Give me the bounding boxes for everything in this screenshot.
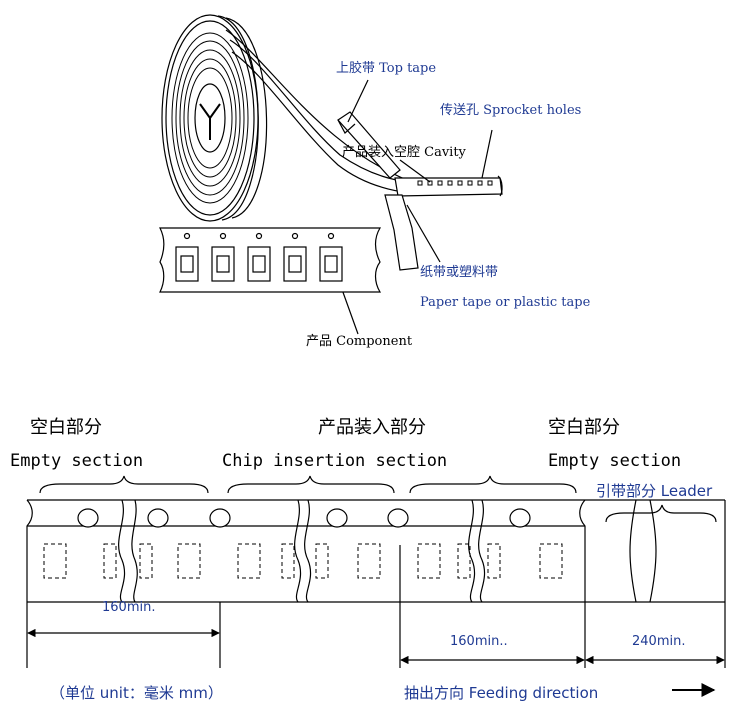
label-carrier-en: Paper tape or plastic tape	[420, 295, 591, 310]
label-component: 产品 Component	[306, 334, 413, 349]
layout-cavities	[43, 543, 563, 579]
reel-windings	[171, 32, 249, 204]
heading-chip-en: Chip insertion section	[222, 451, 447, 471]
dimension-lines	[27, 628, 725, 665]
heading-empty2-zh: 空白部分	[548, 417, 620, 438]
leader-cavity	[399, 159, 431, 183]
detail-sprocket-holes	[183, 232, 335, 240]
hub-spokes	[199, 103, 221, 140]
dim-label-3: 240min.	[632, 634, 685, 649]
heading-empty-en: Empty section	[10, 451, 143, 471]
carrier-tape-layout	[26, 499, 726, 603]
unit-note: （单位 unit：毫米 mm）	[50, 684, 223, 702]
dim-label-2: 160min..	[450, 634, 508, 649]
top-tape-strip	[337, 111, 401, 179]
section-braces	[39, 475, 717, 523]
reel-illustration	[161, 14, 503, 335]
heading-chip-zh: 产品装入部分	[318, 417, 426, 438]
layout-sprocket-holes	[77, 508, 531, 528]
heading-empty-zh: 空白部分	[30, 417, 102, 438]
carrier-tape-detail	[159, 227, 382, 293]
heading-leader: 引带部分 Leader	[596, 482, 713, 500]
heading-empty2-en: Empty section	[548, 451, 681, 471]
strip-sprocket-holes	[417, 180, 493, 186]
detail-cavities	[175, 246, 343, 282]
label-sprocket-holes: 传送孔 Sprocket holes	[440, 103, 581, 118]
tape-drop	[384, 194, 419, 271]
feeding-direction-label: 抽出方向 Feeding direction	[404, 684, 598, 702]
leader-top-tape	[347, 79, 369, 123]
tape-band-upper	[229, 39, 411, 183]
dim-label-1: 160min.	[102, 600, 155, 615]
label-cavity: 产品装入空腔 Cavity	[342, 145, 467, 160]
label-carrier-zh: 纸带或塑料带	[420, 265, 498, 280]
label-top-tape: 上胶带 Top tape	[336, 60, 436, 76]
leader-carrier	[406, 204, 441, 263]
leader-sprocket	[481, 129, 493, 179]
